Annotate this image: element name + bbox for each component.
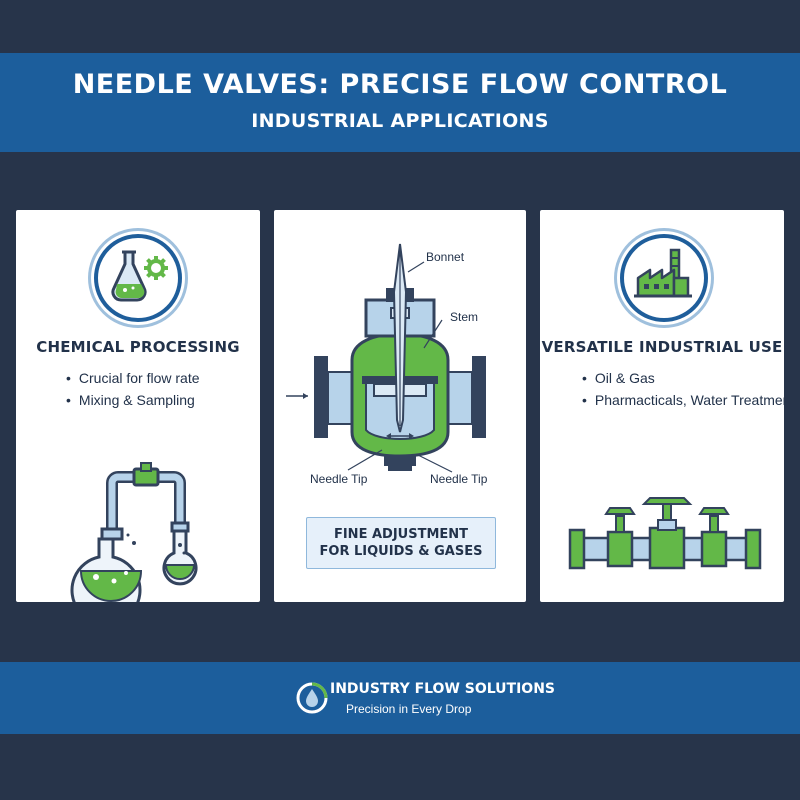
needle-tip-label-right: Needle Tip bbox=[430, 472, 488, 486]
callout-line-2: FOR LIQUIDS & GASES bbox=[319, 544, 483, 559]
needle-valve-cross-section-icon bbox=[286, 243, 486, 473]
header-banner: NEEDLE VALVES: PRECISE FLOW CONTROL INDU… bbox=[0, 53, 800, 152]
stem-label: Stem bbox=[450, 310, 479, 324]
water-drop-icon bbox=[296, 682, 328, 714]
bullet-list: Crucial for flow rate Mixing & Sampling bbox=[66, 370, 200, 414]
callout-line-1: FINE ADJUSTMENT bbox=[333, 527, 469, 542]
card-heading: CHEMICAL PROCESSING bbox=[36, 338, 240, 356]
list-item: Crucial for flow rate bbox=[66, 370, 200, 386]
list-item: Oil & Gas bbox=[582, 370, 784, 386]
bonnet-label: Bonnet bbox=[426, 250, 465, 264]
needle-tip-label-left: Needle Tip bbox=[310, 472, 368, 486]
card-heading: VERSATILE INDUSTRIAL USE bbox=[541, 338, 783, 356]
pipeline-valves-illustration bbox=[568, 497, 762, 570]
brand-name: INDUSTRY FLOW SOLUTIONS bbox=[330, 681, 556, 697]
footer-banner: INDUSTRY FLOW SOLUTIONS Precision in Eve… bbox=[0, 662, 800, 734]
connected-flasks-illustration bbox=[70, 462, 198, 602]
needle-valve-diagram-card: Bonnet Stem Needle Tip Needle Tip FINE A… bbox=[274, 210, 526, 602]
bullet-list: Oil & Gas Pharmacticals, Water Treatment bbox=[582, 370, 784, 414]
flask-gear-icon bbox=[94, 234, 182, 322]
list-item: Mixing & Sampling bbox=[66, 392, 200, 408]
chemical-processing-card: CHEMICAL PROCESSING Crucial for flow rat… bbox=[16, 210, 260, 602]
page-title: NEEDLE VALVES: PRECISE FLOW CONTROL bbox=[72, 69, 728, 100]
factory-icon bbox=[620, 234, 708, 322]
list-item: Pharmacticals, Water Treatment bbox=[582, 392, 784, 408]
fine-adjustment-callout: FINE ADJUSTMENT FOR LIQUIDS & GASES bbox=[306, 517, 496, 569]
industrial-use-card: VERSATILE INDUSTRIAL USE Oil & Gas Pharm… bbox=[540, 210, 784, 602]
page-subtitle: INDUSTRIAL APPLICATIONS bbox=[251, 110, 549, 132]
brand-tagline: Precision in Every Drop bbox=[346, 702, 472, 716]
